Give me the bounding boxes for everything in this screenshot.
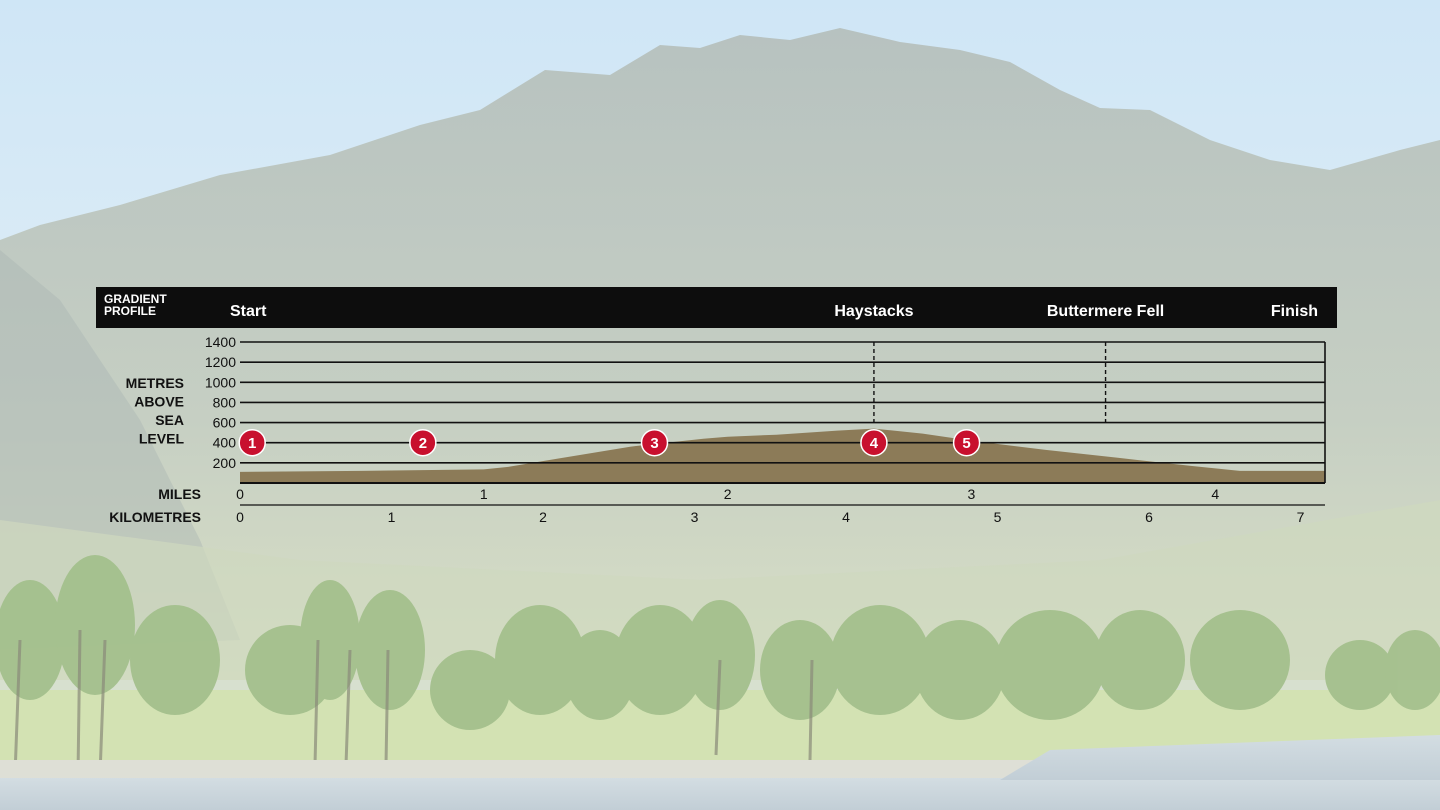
waypoint-label-haystacks: Haystacks <box>834 303 913 320</box>
y-tick-label: 400 <box>213 435 237 451</box>
y-tick-label: 600 <box>213 415 237 431</box>
chart-title-line-1: GRADIENT <box>104 292 167 306</box>
kilometres-tick-label: 4 <box>842 509 850 525</box>
miles-tick-label: 1 <box>480 486 488 502</box>
waypoint-label-buttermere-fell: Buttermere Fell <box>1047 303 1164 320</box>
y-axis-label: METRES ABOVE SEA LEVEL <box>126 375 185 447</box>
waypoint-label-start: Start <box>230 303 267 320</box>
route-marker-number: 1 <box>248 435 256 452</box>
y-tick-label: 800 <box>213 394 237 410</box>
elevation-profile-area <box>240 428 1325 483</box>
route-marker-3: 3 <box>640 428 669 457</box>
kilometres-tick-label: 0 <box>236 509 244 525</box>
chart-header-bar <box>96 287 1337 328</box>
miles-tick-label: 4 <box>1211 486 1219 502</box>
route-marker-4: 4 <box>860 428 888 457</box>
route-marker-circle <box>238 428 266 457</box>
route-marker-circle <box>640 428 669 457</box>
route-marker-number: 4 <box>870 435 879 452</box>
waypoint-labels: Start Haystacks Buttermere Fell Finish <box>230 303 1318 320</box>
y-tick-label: 1000 <box>205 374 236 390</box>
y-tick-label: 200 <box>213 455 237 471</box>
route-markers: 1 2 3 4 5 <box>238 428 981 457</box>
kilometres-tick-label: 2 <box>539 509 547 525</box>
y-tick-label: 1200 <box>205 354 236 370</box>
route-marker-number: 3 <box>650 435 658 452</box>
elevation-profile <box>240 428 1325 483</box>
route-marker-circle <box>409 428 437 457</box>
tree-trunks <box>13 629 814 776</box>
kilometres-tick-label: 7 <box>1297 509 1305 525</box>
miles-tick-label: 0 <box>236 486 244 502</box>
y-tick-label: 1400 <box>205 334 236 350</box>
route-marker-2: 2 <box>409 428 437 457</box>
kilometres-axis-label: KILOMETRES <box>109 509 201 525</box>
lake <box>0 778 1440 810</box>
y-axis-label-line: ABOVE <box>134 394 184 410</box>
waypoint-lines <box>873 342 1107 425</box>
route-marker-number: 5 <box>962 435 970 452</box>
route-marker-circle <box>952 428 981 457</box>
miles-axis-label: MILES <box>158 486 201 502</box>
kilometres-tick-label: 6 <box>1145 509 1153 525</box>
miles-tick-label: 3 <box>968 486 976 502</box>
route-marker-5: 5 <box>952 428 981 457</box>
mountain-ridge <box>0 28 1440 680</box>
miles-ticks: 0 1 2 3 4 <box>236 486 1219 502</box>
y-axis-label-line: LEVEL <box>139 431 185 447</box>
waypoint-label-finish: Finish <box>1271 303 1318 320</box>
kilometres-ticks: 0 1 2 3 4 5 6 7 <box>236 509 1305 525</box>
lake-inlet <box>1000 735 1440 780</box>
kilometres-tick-label: 1 <box>388 509 396 525</box>
y-axis-label-line: SEA <box>155 412 184 428</box>
y-axis-label-line: METRES <box>126 375 184 391</box>
tree-line <box>0 555 1440 730</box>
kilometres-tick-label: 5 <box>994 509 1002 525</box>
chart-title-line-2: PROFILE <box>104 304 156 318</box>
route-marker-circle <box>860 428 888 457</box>
route-marker-1: 1 <box>238 428 266 457</box>
route-marker-number: 2 <box>419 435 427 452</box>
kilometres-tick-label: 3 <box>691 509 699 525</box>
y-tick-labels: 200 400 600 800 1000 1200 1400 <box>205 334 236 471</box>
miles-tick-label: 2 <box>724 486 732 502</box>
